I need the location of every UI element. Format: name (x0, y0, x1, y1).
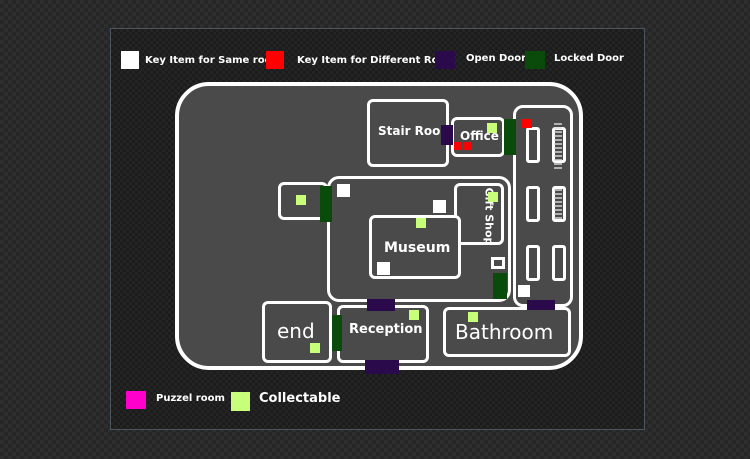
open-door-label: Open Door (466, 53, 527, 64)
locked-door[interactable] (320, 186, 332, 222)
museum-label: Museum (384, 240, 451, 256)
same-room-key-label: Key Item for Same room (145, 55, 282, 66)
open-door[interactable] (527, 300, 555, 310)
collectable[interactable] (409, 310, 419, 320)
puzzle-room-swatch (126, 391, 146, 409)
different-room-key[interactable] (454, 142, 462, 150)
collectable-swatch (231, 392, 250, 411)
end-room[interactable]: end (262, 301, 332, 363)
different-room-key[interactable] (463, 142, 471, 150)
open-door[interactable] (441, 125, 453, 145)
different-room-key-swatch (266, 51, 284, 69)
collectable-label: Collectable (259, 391, 341, 406)
open-door[interactable] (367, 299, 395, 311)
bathroom-label: Bathroom (455, 320, 554, 344)
locked-door[interactable] (493, 273, 507, 299)
hallway-stall (552, 186, 566, 222)
collectable[interactable] (296, 195, 306, 205)
collectable[interactable] (487, 123, 497, 133)
map-panel: Key Item for Same room Key Item for Diff… (110, 28, 645, 430)
reception-label: Reception (349, 322, 423, 337)
display-case (491, 257, 505, 269)
locked-door[interactable] (504, 119, 516, 155)
hallway-marking (554, 123, 562, 171)
locked-door-swatch (525, 51, 545, 69)
hallway-stall (526, 127, 540, 163)
hallway-stall (552, 245, 566, 281)
end-label: end (277, 319, 315, 343)
locked-door[interactable] (332, 315, 342, 351)
same-room-key[interactable] (377, 262, 390, 275)
puzzle-room-label: Puzzel room (156, 393, 225, 404)
same-room-key[interactable] (337, 184, 350, 197)
collectable[interactable] (310, 343, 320, 353)
locked-door-label: Locked Door (554, 53, 624, 64)
same-room-key[interactable] (518, 285, 530, 297)
different-room-key[interactable] (522, 119, 532, 128)
hallway-marking (554, 189, 562, 219)
collectable[interactable] (416, 218, 426, 228)
different-room-key-label: Key Item for Different Room (297, 55, 456, 66)
bathroom-room[interactable]: Bathroom (443, 307, 571, 357)
stair-room-label: Stair Room (378, 124, 453, 138)
hallway-stall (526, 186, 540, 222)
collectable[interactable] (468, 312, 478, 322)
stair-room[interactable]: Stair Room (367, 99, 453, 167)
same-room-key-swatch (121, 51, 139, 69)
same-room-key[interactable] (433, 200, 446, 213)
collectable[interactable] (488, 192, 498, 202)
open-door-swatch (435, 51, 455, 69)
hallway-stall (526, 245, 540, 281)
open-door[interactable] (365, 360, 399, 374)
